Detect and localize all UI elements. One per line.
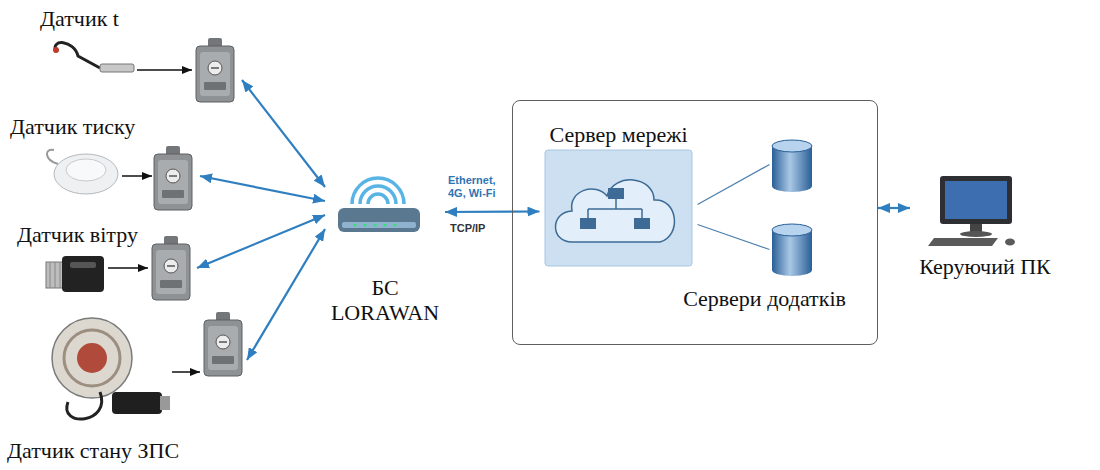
network-server: Сервер мережі (540, 120, 698, 268)
cloud-panel (545, 150, 692, 266)
temperature-probe (100, 64, 134, 72)
runway-state-sensor (52, 318, 200, 419)
base-station-icon (393, 223, 396, 226)
connector-layer (197, 80, 910, 360)
database-icons (772, 140, 812, 276)
runway-state-sensor (52, 318, 132, 398)
node-label: Сервери додатків (683, 286, 846, 311)
base-station-icon (373, 223, 376, 226)
node-label: Датчик вітру (17, 222, 138, 247)
cloud-panel (608, 188, 624, 199)
link-line (698, 165, 770, 205)
control-pc: Керуючий ПК (910, 172, 1060, 284)
link-arrow (242, 80, 325, 187)
base-station-icon (338, 208, 420, 232)
runway-state-sensor (64, 330, 120, 386)
protocol-label: TCP/IP (450, 222, 510, 235)
link-arrow (200, 176, 325, 201)
node-label: БС LORAWAN (331, 275, 439, 326)
sensor-node: Датчик вітру (5, 220, 197, 306)
lora-devices (154, 146, 192, 210)
database-icons (772, 264, 812, 276)
temperature-probe (55, 43, 100, 68)
sensor-node: Датчик тиску (5, 112, 200, 210)
runway-state-sensor (67, 392, 102, 419)
pc-icon (960, 231, 992, 237)
pc-icon (945, 181, 1007, 219)
cloud-panel (545, 150, 692, 266)
pc-icon (928, 238, 998, 246)
wind-sensor (70, 262, 96, 268)
node-label: Сервер мережі (550, 122, 688, 147)
pressure-sensor (47, 150, 152, 194)
database-icons (772, 224, 812, 236)
link-caption: TCP/IP (450, 222, 510, 235)
lora-devices (152, 38, 242, 376)
base-station-icon (363, 223, 366, 226)
link-arrow (247, 229, 325, 360)
pc-icon (970, 224, 982, 232)
protocol-label: Ethernet, 4G, Wi-Fi (448, 174, 510, 199)
lora-devices (196, 38, 234, 102)
pressure-sensor (47, 150, 58, 164)
temperature-probe (53, 47, 59, 53)
wind-sensor (50, 262, 60, 288)
temperature-probe (53, 43, 192, 72)
base-station-icon (338, 178, 420, 232)
server-group: Сервер мережіСервери додатків (512, 100, 878, 345)
link-line (698, 225, 770, 250)
cloud-panel (580, 218, 596, 229)
cloud-panel (634, 218, 650, 229)
pc-icon (940, 176, 1012, 224)
runway-state-sensor (112, 392, 162, 414)
base-station-icon (352, 178, 404, 204)
runway-state-sensor (77, 343, 107, 373)
base-station: БС LORAWAN (325, 165, 445, 335)
pressure-sensor (122, 175, 152, 177)
app-servers: Сервери додатків (770, 138, 814, 311)
sensor-node: Датчик стану ЗПС (5, 310, 247, 468)
node-label: Керуючий ПК (919, 254, 1051, 279)
node-label: Датчик стану ЗПС (7, 438, 179, 463)
base-station-icon (383, 223, 386, 226)
sensor-node: Датчик t (10, 2, 242, 108)
wind-sensor (46, 256, 148, 292)
database-icons (772, 140, 812, 152)
pressure-sensor (54, 154, 118, 194)
wind-sensor (62, 256, 104, 292)
pressure-sensor (66, 159, 106, 181)
pc-icon (928, 176, 1015, 246)
wind-sensor (108, 267, 148, 269)
lora-devices (204, 312, 242, 376)
link-caption: Ethernet, 4G, Wi-Fi (448, 174, 510, 199)
link-arrow (878, 207, 910, 209)
pc-icon (1005, 239, 1015, 246)
base-station-icon (353, 223, 356, 226)
node-label: Датчик тиску (10, 114, 135, 139)
temperature-probe (137, 69, 192, 71)
database-icons (772, 180, 812, 192)
wind-sensor (46, 262, 64, 288)
link-arrow (445, 210, 540, 213)
base-station-icon (342, 222, 416, 228)
lora-devices (152, 236, 190, 300)
runway-state-sensor (160, 396, 170, 410)
runway-state-sensor (172, 371, 200, 373)
node-label: Датчик t (40, 6, 119, 31)
cloud-panel (588, 199, 642, 218)
cloud-panel (556, 180, 675, 242)
